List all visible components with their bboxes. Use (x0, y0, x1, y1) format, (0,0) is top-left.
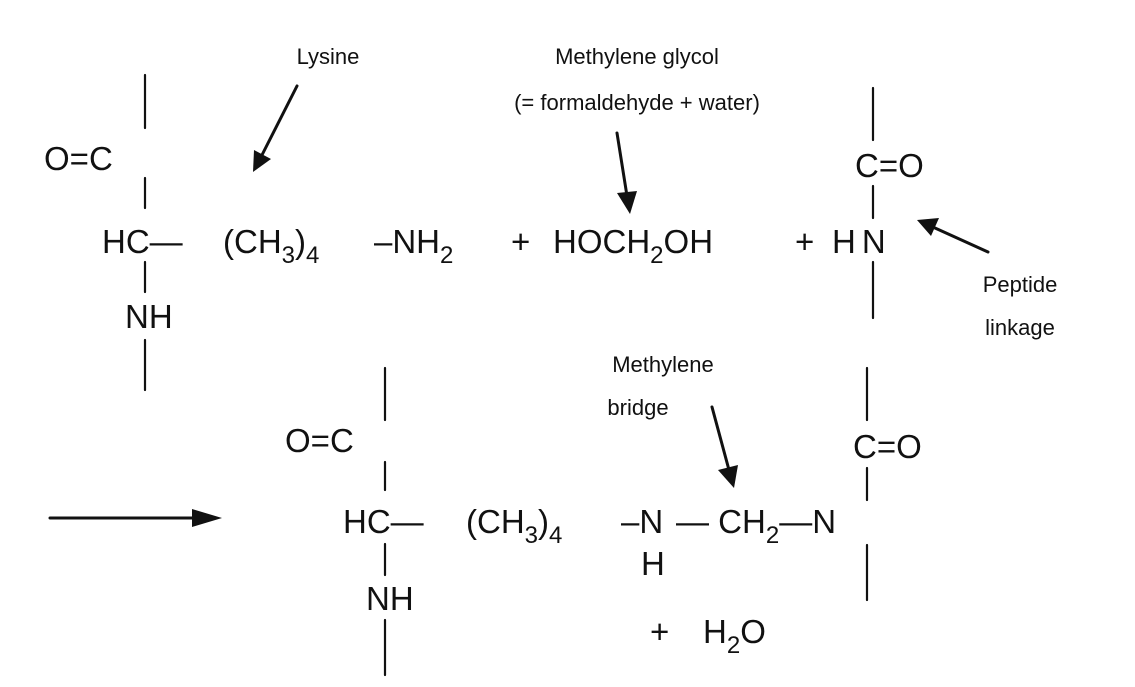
product-carbonyl: O=C (285, 422, 354, 459)
plus-sign: + (511, 223, 530, 260)
methylene-bridge: — CH2—N (676, 503, 836, 549)
linkage-label: linkage (985, 315, 1055, 340)
product-side-chain: (CH3)4 (466, 503, 562, 549)
peptide-carbonyl: C=O (855, 147, 924, 184)
product-alpha-carbon: HC— (343, 503, 424, 540)
methylene-label: Methylene (612, 352, 714, 377)
plus-sign: + (650, 613, 669, 650)
plus-sign: + (795, 223, 814, 260)
product-peptide-residue: C=O (853, 366, 922, 602)
alpha-carbon: HC— (102, 223, 183, 260)
lysine-arrow (253, 84, 299, 172)
product-backbone-nh: NH (366, 580, 414, 617)
product-peptide-carbonyl: C=O (853, 428, 922, 465)
linker-hydrogen: H (641, 545, 665, 582)
methylene-glycol-label: Methylene glycol (555, 44, 719, 69)
lysine-label: Lysine (297, 44, 360, 69)
lysine-side-chain: (CH3)4 (223, 223, 319, 269)
glycol-arrow (615, 131, 637, 214)
amine-group: –NH2 (374, 223, 453, 269)
bridge-arrow (710, 405, 738, 488)
bridge-label: bridge (607, 395, 668, 420)
water-formula: H2O (703, 613, 766, 659)
lysine-residue: O=C HC— (CH3)4 –NH2 NH (44, 73, 453, 392)
linker-nitrogen: –N (621, 503, 663, 540)
formaldehyde-water-label: (= formaldehyde + water) (514, 90, 760, 115)
backbone-nh: NH (125, 298, 173, 335)
product-lysine-residue: O=C HC— (CH3)4 –N H — CH2—N NH (285, 366, 836, 677)
peptide-label: Peptide (983, 272, 1058, 297)
carbonyl-group: O=C (44, 140, 113, 177)
reaction-arrow (48, 509, 222, 527)
water-product: + H2O (650, 613, 766, 659)
methylene-glycol-formula: HOCH2OH (553, 223, 713, 269)
peptide-arrow (917, 218, 990, 254)
